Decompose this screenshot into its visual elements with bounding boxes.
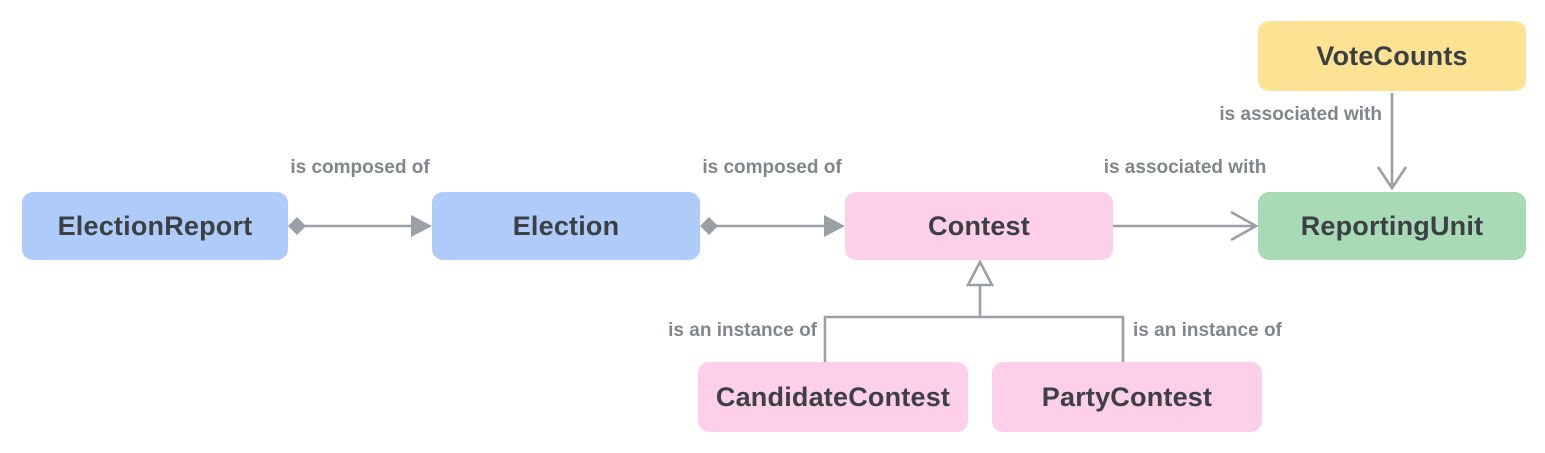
node-election-label: Election xyxy=(512,210,620,241)
node-vote-counts-label: VoteCounts xyxy=(1316,40,1468,71)
edge-electionreport-election-filled-arrowhead xyxy=(411,215,432,237)
edge-election-contest-filled-arrowhead xyxy=(824,215,845,237)
node-party-contest: PartyContest xyxy=(992,362,1262,432)
node-election: Election xyxy=(432,192,700,260)
node-candidate-contest-label: CandidateContest xyxy=(715,381,951,412)
node-contest-label: Contest xyxy=(928,210,1030,241)
edge-label-is-composed-of-1: is composed of xyxy=(290,157,430,178)
inheritance-hollow-triangle xyxy=(965,259,995,287)
edge-contest-reportingunit-open-arrowhead xyxy=(1230,210,1259,242)
node-candidate-contest: CandidateContest xyxy=(698,362,968,432)
inheritance-branch-line xyxy=(823,315,1125,362)
edge-votecounts-reportingunit-open-arrowhead xyxy=(1376,166,1408,191)
node-vote-counts: VoteCounts xyxy=(1258,21,1526,91)
edge-label-is-associated-with-2: is associated with xyxy=(1219,104,1382,125)
node-election-report: ElectionReport xyxy=(22,192,288,260)
node-party-contest-label: PartyContest xyxy=(1041,381,1213,412)
edge-label-is-associated-with-1: is associated with xyxy=(1103,157,1267,178)
node-reporting-unit: ReportingUnit xyxy=(1258,192,1526,260)
node-election-report-label: ElectionReport xyxy=(57,210,253,241)
edge-label-is-composed-of-2: is composed of xyxy=(702,157,842,178)
edge-label-is-an-instance-of-left: is an instance of xyxy=(668,320,817,341)
edge-election-composition-diamond xyxy=(700,217,718,235)
edge-electionreport-composition-diamond xyxy=(288,217,306,235)
node-contest: Contest xyxy=(845,192,1113,260)
node-reporting-unit-label: ReportingUnit xyxy=(1300,210,1484,241)
edge-label-is-an-instance-of-right: is an instance of xyxy=(1133,320,1282,341)
